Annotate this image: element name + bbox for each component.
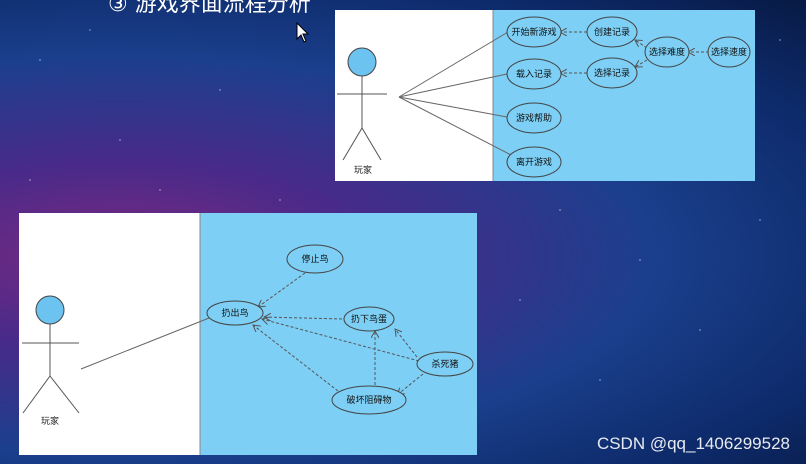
watermark: CSDN @qq_1406299528 [596,434,790,453]
use-case-kill-pig [416,351,474,377]
label-kill-pig: 杀死猪 [431,358,458,370]
label-select-record: 选择记录 [594,67,630,79]
label-launch-bird: 扔出鸟 [221,307,248,319]
label-load-record: 载入记录 [516,68,552,80]
diagram-menu-canvas: 玩家 开始新游戏 载入记录 [335,10,755,181]
use-case-launch-bird [206,300,264,326]
slide-title: ③ 游戏界面流程分析 [108,0,311,17]
use-case-stop-bird [286,244,344,274]
use-case-start-game [506,16,562,48]
label-create-record: 创建记录 [594,26,630,38]
use-case-select-speed [707,36,751,68]
use-case-select-difficulty [644,36,690,68]
mouse-cursor-icon [296,22,310,43]
label-leave-game: 离开游戏 [516,156,552,168]
use-case-diagram-gameplay: 玩家 扔出鸟 停止鸟 扔下鸟蛋 杀死猪 破坏阻碍物 [19,213,477,455]
diagram-gameplay-canvas: 玩家 扔出鸟 停止鸟 扔下鸟蛋 杀死猪 破坏阻碍物 [19,213,477,455]
label-stop-bird: 停止鸟 [301,253,328,265]
actor-player-2 [22,295,80,414]
use-case-destroy-obstacle [331,385,407,415]
use-case-diagram-menu: 玩家 开始新游戏 载入记录 [335,10,755,181]
label-select-speed: 选择速度 [711,46,747,58]
use-case-panel-2 [200,213,477,455]
actor-label-2: 玩家 [41,415,59,427]
use-case-game-help [506,102,562,134]
label-drop-egg: 扔下鸟蛋 [351,313,387,325]
use-case-create-record [586,16,638,48]
label-start-game: 开始新游戏 [511,26,556,38]
use-case-leave-game [506,146,562,178]
use-case-drop-egg [343,306,395,332]
use-case-select-record [586,57,638,89]
actor-player [337,47,387,161]
label-destroy-obstacle: 破坏阻碍物 [346,394,391,406]
label-game-help: 游戏帮助 [516,112,552,124]
use-case-load-record [506,58,562,90]
label-select-difficulty: 选择难度 [649,46,685,58]
actor-panel [335,10,493,181]
actor-label: 玩家 [354,164,372,176]
